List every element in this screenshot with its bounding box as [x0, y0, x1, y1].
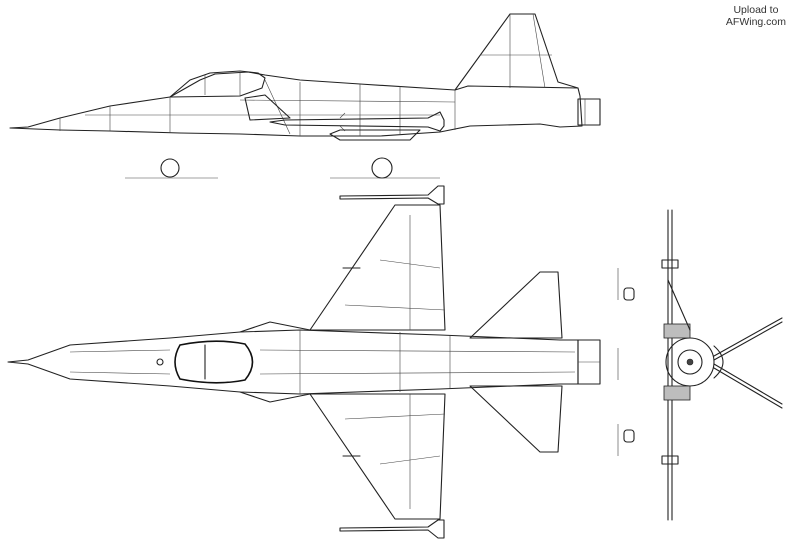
side-air-intake [244, 94, 291, 121]
top-htail-upper [469, 271, 563, 339]
top-fuselage [7, 329, 579, 395]
side-vertical-tail [454, 13, 579, 91]
top-wing-lower [309, 393, 446, 520]
top-canopy [174, 340, 254, 384]
watermark: Upload to AFWing.com [726, 4, 786, 28]
watermark-line1: Upload to [733, 4, 779, 16]
side-fuselage [9, 71, 583, 137]
top-view [7, 185, 601, 539]
watermark-line2: AFWing.com [725, 16, 786, 28]
front-stabilizer-lower [713, 363, 783, 405]
top-wing-upper [309, 204, 446, 331]
side-wingtip-missile [269, 111, 445, 132]
side-nose-wheel [160, 158, 180, 178]
side-main-wheel [371, 157, 393, 179]
side-exhaust-nozzle [577, 98, 601, 126]
front-view [617, 209, 783, 521]
side-canopy [169, 70, 266, 98]
side-view [9, 13, 601, 179]
front-stabilizer-upper [713, 317, 783, 357]
top-missile-upper [339, 185, 445, 205]
front-intake-upper [663, 323, 691, 339]
top-missile-lower [339, 519, 445, 539]
front-intake-lower [663, 385, 691, 401]
top-htail-lower [469, 385, 563, 453]
